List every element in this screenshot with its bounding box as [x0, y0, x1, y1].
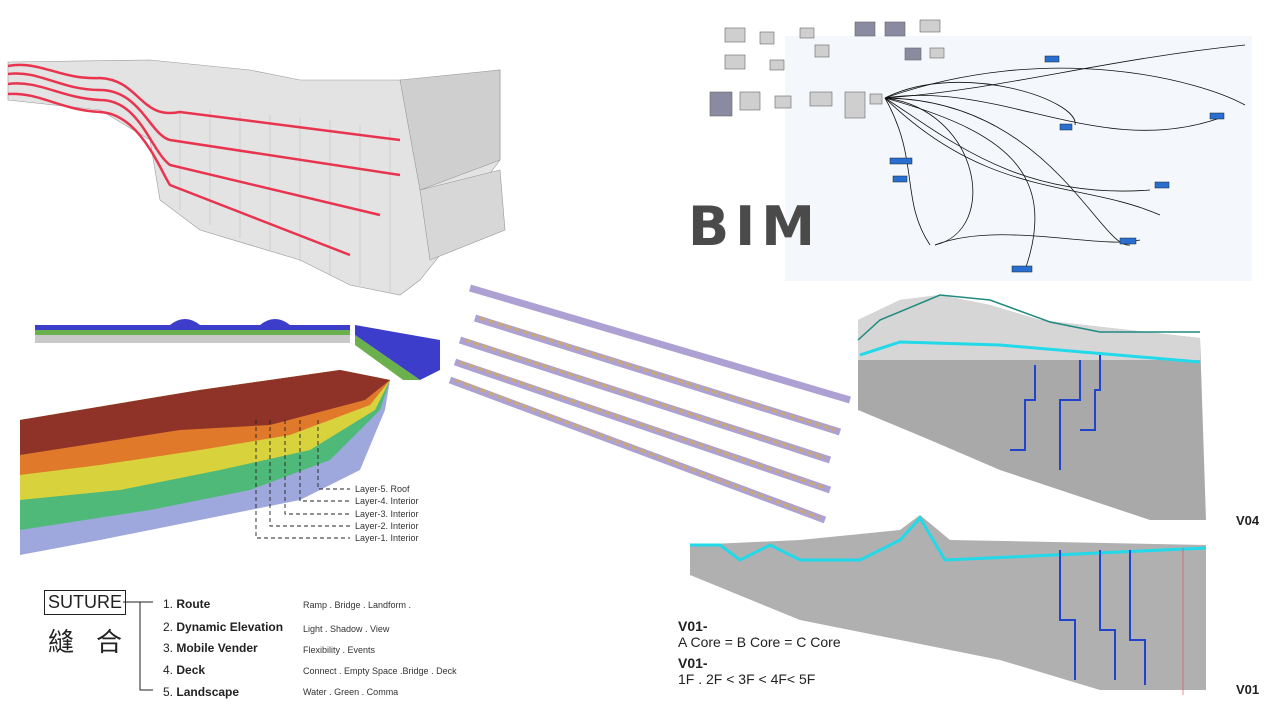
item-desc: Light . Shadow . View [303, 624, 390, 634]
item-number: 5. [163, 685, 174, 699]
item-number: 2. [163, 620, 174, 634]
layer-label: Layer-1. Interior [355, 533, 419, 543]
item-label: Mobile Vender [176, 641, 258, 655]
item-number: 3. [163, 641, 174, 655]
layer-diagram [20, 370, 390, 555]
elevation-sections [35, 319, 440, 380]
item-desc: Water . Green . Comma [303, 687, 399, 697]
version-label-v04: V04 [1236, 513, 1260, 528]
suture-title-cjk: 縫合 [48, 628, 145, 658]
version-title: V01- [678, 655, 708, 671]
item-number: 4. [163, 663, 174, 677]
exploded-floor-plans [448, 284, 851, 524]
grasshopper-node-graph [709, 19, 1252, 281]
route-render [7, 59, 506, 296]
concept-item: 4. Deck [163, 663, 205, 677]
version-text: A Core = B Core = C Core [678, 634, 841, 650]
item-desc: Ramp . Bridge . Landform . [303, 600, 412, 610]
bim-title: BIM [688, 195, 821, 258]
layer-label: Layer-4. Interior [355, 496, 419, 506]
concept-item: 5. Landscape [163, 685, 239, 699]
version-label-v01: V01 [1236, 682, 1260, 697]
concept-item: 3. Mobile Vender [163, 641, 258, 655]
layer-label: Layer-5. Roof [355, 484, 410, 494]
concept-item: 1. Route [163, 597, 210, 611]
item-number: 1. [163, 597, 174, 611]
item-label: Route [176, 597, 211, 611]
version-text: 1F . 2F < 3F < 4F< 5F [678, 671, 816, 687]
concept-item: 2. Dynamic Elevation [163, 620, 283, 634]
item-label: Landscape [176, 685, 240, 699]
layer-label: Layer-2. Interior [355, 521, 419, 531]
item-desc: Flexibility . Events [303, 645, 376, 655]
item-desc: Connect . Empty Space .Bridge . Deck [303, 666, 457, 676]
version-title: V01- [678, 618, 708, 634]
concept-bracket [123, 601, 153, 691]
item-label: Deck [176, 663, 206, 677]
layer-label: Layer-3. Interior [355, 509, 419, 519]
item-label: Dynamic Elevation [176, 620, 284, 634]
